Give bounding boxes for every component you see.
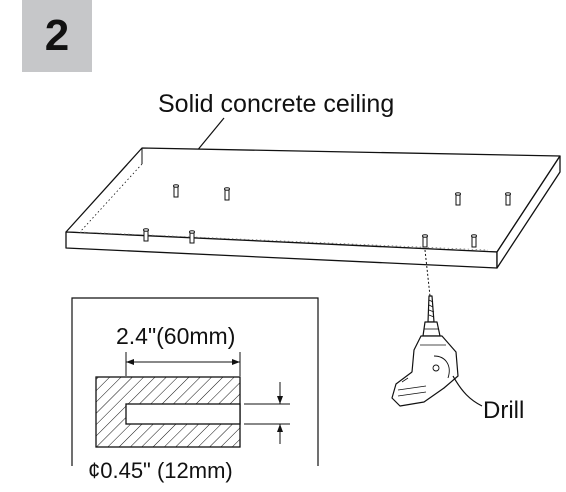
drill-label: Drill <box>483 397 524 424</box>
drill-leader-line <box>452 375 483 407</box>
step-number: 2 <box>44 11 70 60</box>
ceiling-label: Solid concrete ceiling <box>158 90 394 118</box>
anchor-hole <box>505 192 511 206</box>
anchor-hole <box>189 230 195 244</box>
anchor-hole <box>224 187 230 201</box>
anchor-hole <box>143 228 149 242</box>
step-badge: 2 <box>22 0 92 72</box>
dimension-arrow-right <box>232 359 240 365</box>
ceiling-leader-line <box>195 117 225 153</box>
anchor-hole <box>455 192 461 206</box>
detail-inset: 2.4"(60mm) ¢0.45" (12mm) <box>71 297 319 483</box>
anchor-hole <box>471 234 477 248</box>
hole-diameter-label: ¢0.45" (12mm) <box>88 458 233 483</box>
dimension-arrow-left <box>126 359 134 365</box>
hole-spacing-label: 2.4"(60mm) <box>116 323 235 349</box>
detail-frame <box>71 297 319 466</box>
anchor-hole <box>173 184 179 198</box>
ceiling-slab <box>65 147 561 269</box>
slab-hidden-edge <box>79 163 143 233</box>
anchor-hole <box>422 234 428 248</box>
anchor-holes <box>143 184 511 248</box>
drill-icon <box>391 295 459 407</box>
diameter-arrow-top <box>277 396 283 404</box>
slab-side-face <box>496 155 561 269</box>
diameter-arrow-bottom <box>277 424 283 432</box>
drilled-hole <box>125 403 241 425</box>
